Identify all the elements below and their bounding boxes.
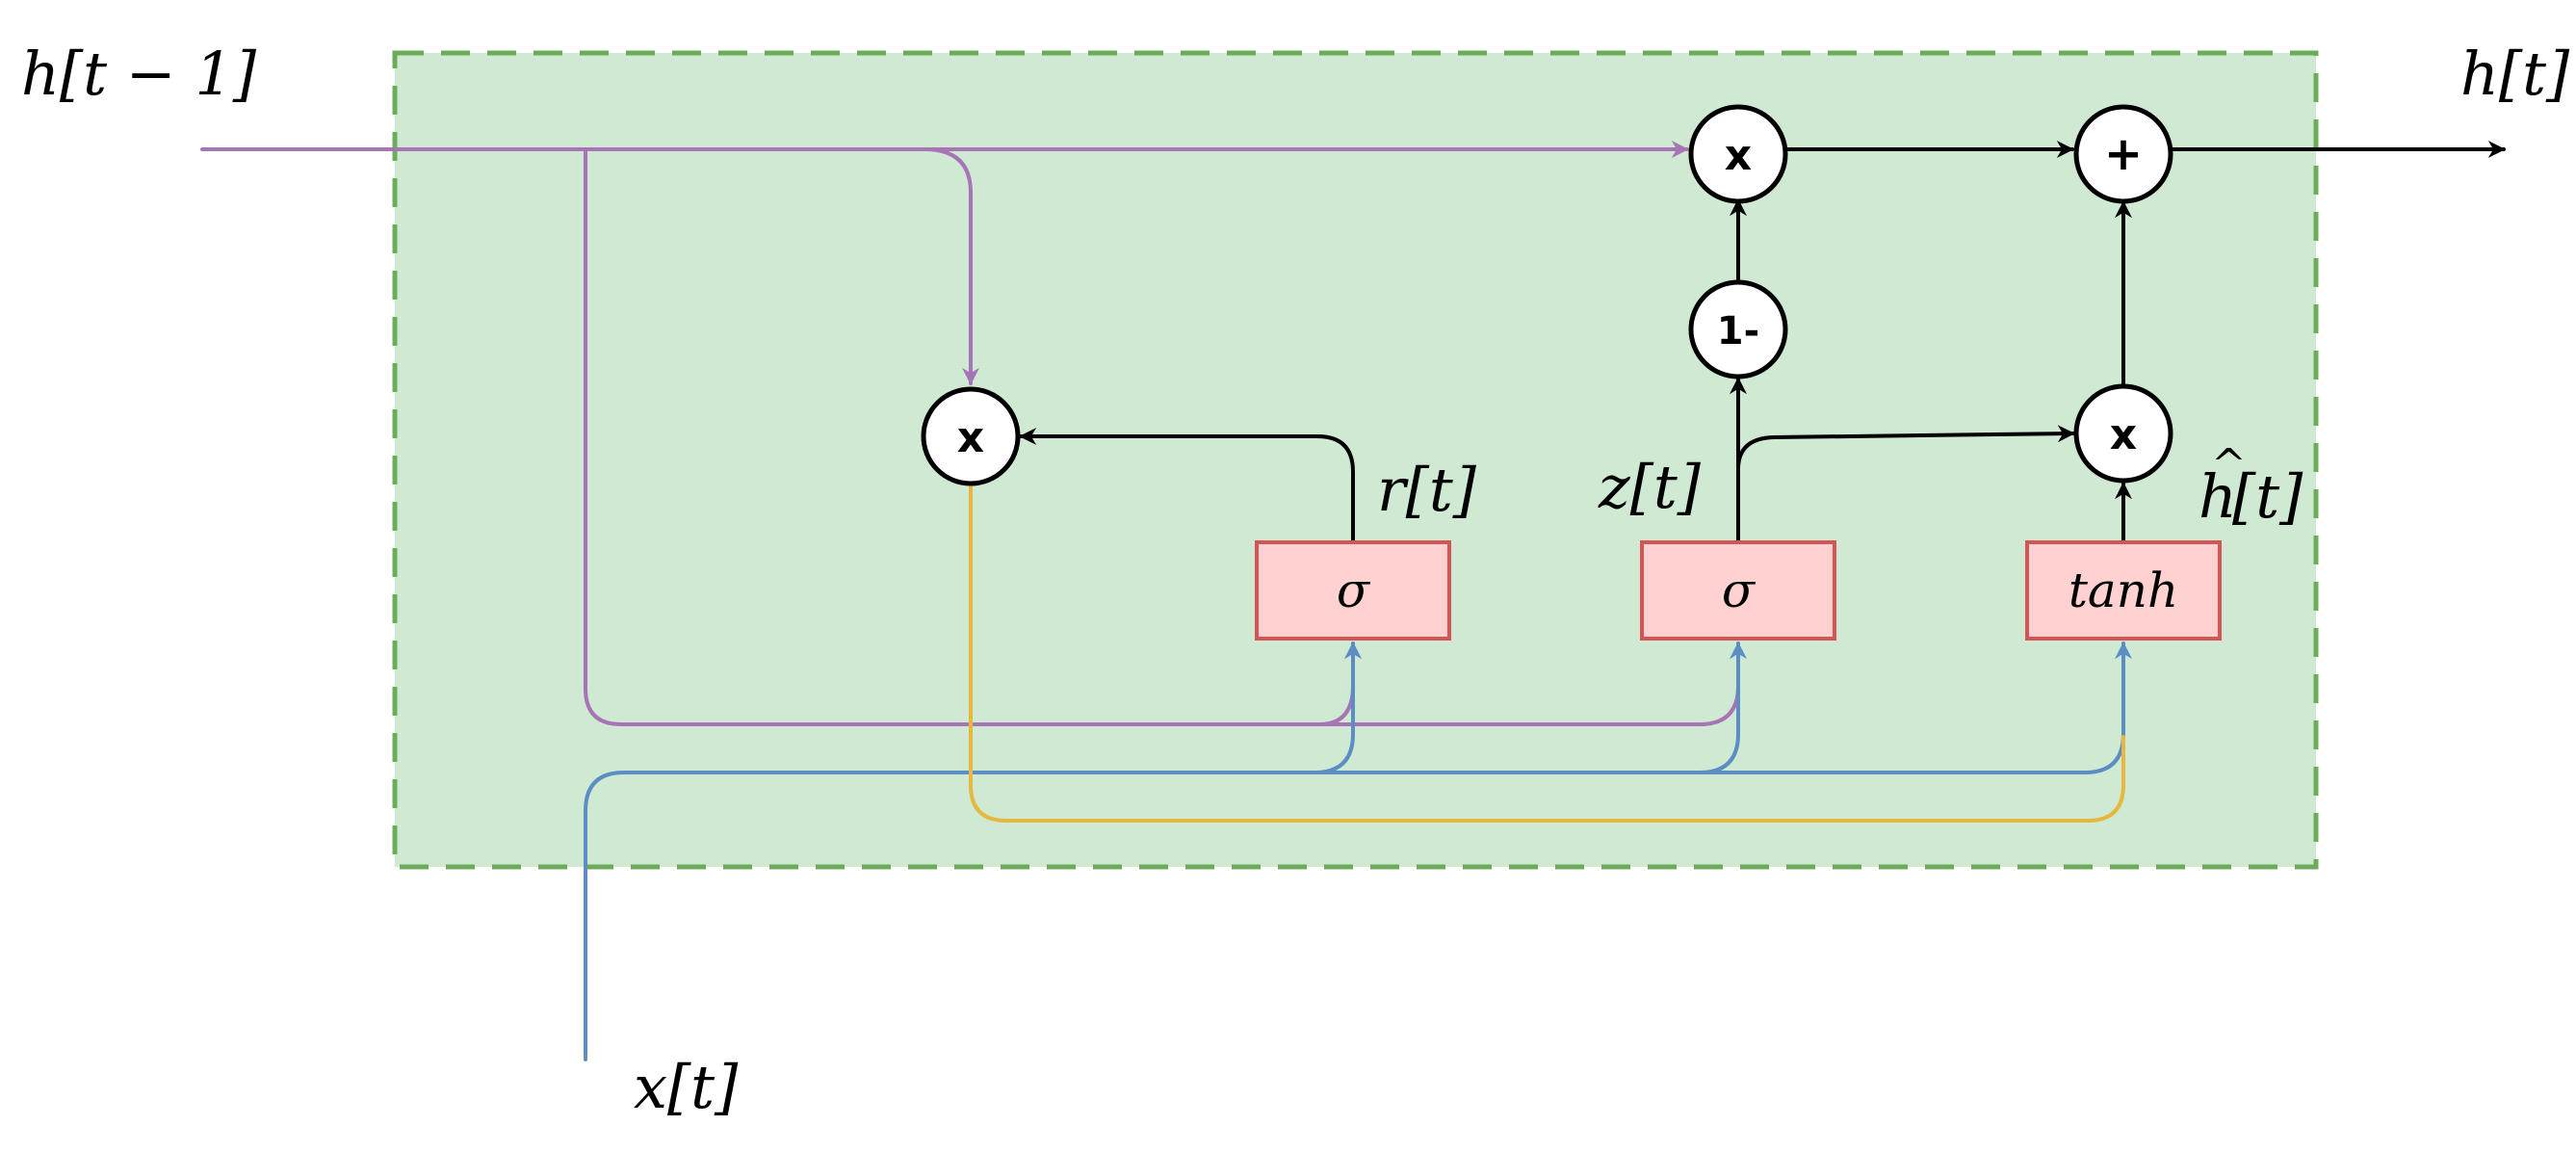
r-t-label: r[t] bbox=[1377, 455, 1477, 525]
update-gate: σ bbox=[1640, 540, 1836, 641]
update-gate-to-candidate-mult-line bbox=[1736, 425, 2075, 488]
h-prev-to-gates-line bbox=[584, 147, 1740, 726]
x-input-label: x[t] bbox=[634, 1052, 739, 1122]
h-prev-to-reset-mult-line bbox=[923, 147, 979, 385]
reset-gate-to-mult-line bbox=[1019, 428, 1355, 543]
gru-cell-box bbox=[392, 50, 2319, 870]
reset-product-to-tanh-line bbox=[969, 480, 2125, 823]
one-minus-label: 1- bbox=[1717, 309, 1759, 353]
candidate-mult-node: x bbox=[2073, 383, 2173, 484]
x-input-line bbox=[584, 641, 2132, 1061]
update-gate-label: σ bbox=[1722, 563, 1756, 618]
one-minus-node: 1- bbox=[1688, 279, 1788, 380]
top-mult-node: x bbox=[1688, 104, 1788, 204]
candidate-gate: tanh bbox=[2025, 540, 2222, 641]
top-mult-label: x bbox=[1725, 131, 1752, 180]
input-paths bbox=[584, 641, 2132, 1061]
add-node: + bbox=[2073, 104, 2173, 204]
candidate-mult-label: x bbox=[2110, 410, 2137, 459]
h-hat-accent: ^ bbox=[2211, 440, 2247, 489]
candidate-gate-label: tanh bbox=[2069, 563, 2178, 618]
h-out-label: h[t] bbox=[2460, 39, 2570, 109]
reset-mult-label: x bbox=[957, 413, 984, 462]
z-t-label: z[t] bbox=[1598, 452, 1702, 522]
x-to-update-gate-line bbox=[1698, 641, 1747, 774]
reset-gate-label: σ bbox=[1337, 563, 1371, 618]
x-to-reset-gate-line bbox=[1313, 641, 1362, 774]
main-paths bbox=[1019, 141, 2506, 543]
h-hat-suffix: [t] bbox=[2232, 461, 2303, 532]
add-label: + bbox=[2104, 127, 2143, 181]
reset-gate: σ bbox=[1255, 540, 1451, 641]
h-prev-label: h[t − 1] bbox=[21, 39, 257, 109]
reset-mult-node: x bbox=[921, 386, 1021, 486]
h-hat-base: h bbox=[2199, 461, 2237, 532]
h-hat-label: h ^ [t] bbox=[2199, 440, 2303, 532]
hidden-state-paths bbox=[200, 141, 1740, 726]
